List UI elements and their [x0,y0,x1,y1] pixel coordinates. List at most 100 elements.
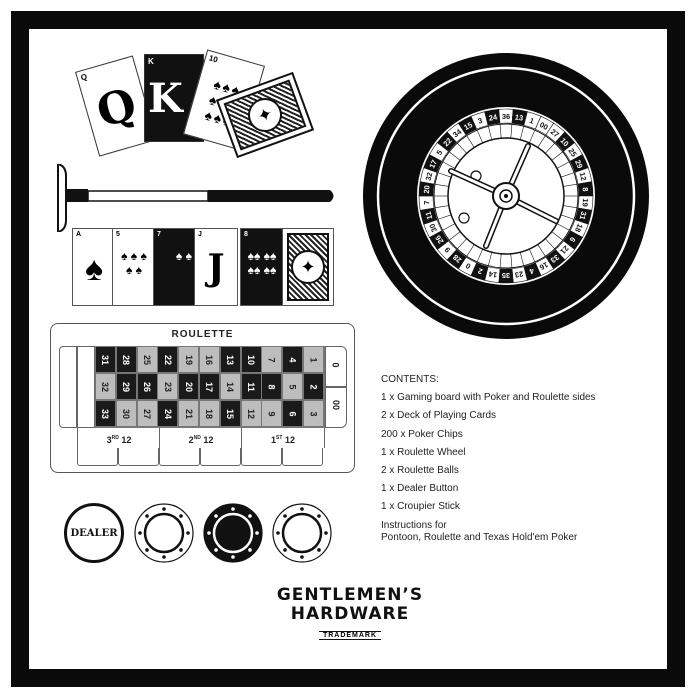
board-number-cell: 29 [116,374,136,399]
wheel-number: 18 [573,222,585,233]
bet-box [282,448,323,466]
wheel-number: 36 [502,112,510,121]
board-title: ROULETTE [171,329,234,340]
wheel-number: 11 [424,211,435,221]
wheel-number: 14 [487,269,498,279]
wheel-number: 35 [502,271,510,280]
wheel-number: 29 [573,158,585,169]
wheel-number: 6 [568,235,578,243]
chip-suit-mark [162,507,166,511]
board-number-cell: 26 [137,374,157,399]
wheel-number: 0 [464,261,472,271]
board-number-cell: 19 [179,347,199,372]
contents-item: 1 x Gaming board with Poker and Roulette… [381,392,596,404]
board-number-cell: 8 [262,374,282,399]
bet-box [159,448,200,466]
wheel-number: 24 [488,112,499,122]
double-zero-pocket [325,387,347,428]
compass-star-icon: ✦ [291,250,325,284]
board-number-cell: 12 [241,401,261,426]
board-number-cell: 28 [116,347,136,372]
board-number-cell: 31 [96,347,115,372]
board-number-cell: 14 [220,374,240,399]
chip-suit-mark [231,507,235,511]
contents-item: 1 x Croupier Stick [381,501,460,513]
poker-chip-white [134,503,194,563]
wheel-number: 9 [443,245,452,254]
trademark-label: TRADEMARK [318,631,382,640]
chip-suit-mark [207,531,211,535]
board-number-cell: 7 [262,347,282,372]
playing-card-jack: J J [194,228,238,306]
contents-item: 2 x Deck of Playing Cards [381,410,497,422]
wheel-number: 1 [528,116,535,126]
contents-item: 1 x Dealer Button [381,483,459,495]
poker-chip-white [272,503,332,563]
board-number-cell: 33 [96,401,115,426]
wheel-number: 20 [422,185,432,194]
contents-item: 2 x Roulette Balls [381,465,459,477]
chip-suit-mark [300,507,304,511]
wheel-number: 26 [433,234,445,246]
chip-suit-mark [231,555,235,559]
chip-suit-mark [276,531,280,535]
board-blank-column [77,346,95,428]
wheel-number: 30 [427,222,439,233]
chip-suit-mark [255,531,259,535]
board-number-cell: 25 [137,347,157,372]
chip-suit-mark [138,531,142,535]
croupier-stick [57,164,334,232]
board-number-cell: 11 [241,374,261,399]
board-number-cell: 32 [96,374,115,399]
double-zero-label: 00 [331,399,342,411]
chip-suit-mark [317,548,321,552]
chip-suit-mark [186,531,190,535]
board-number-cell: 9 [262,401,282,426]
playing-card-eight: 8 ♠♠ ♠♠ ♠♠ ♠♠ [240,228,284,306]
chip-suit-mark [300,555,304,559]
chip-suit-mark [324,531,328,535]
zero-label: 0 [330,362,341,368]
board-number-cell: 4 [283,347,303,372]
wheel-number: 5 [435,148,445,156]
board-number-cell: 20 [179,374,199,399]
contents-heading: CONTENTS: [381,374,439,385]
board-number-cell: 27 [137,401,157,426]
board-number-cell: 24 [158,401,178,426]
wheel-number: 4 [528,266,536,276]
board-number-cell: 30 [116,401,136,426]
board-number-cell: 15 [220,401,240,426]
chip-suit-mark [145,548,149,552]
chip-suit-mark [214,548,218,552]
contents-item: 1 x Roulette Wheel [381,446,466,458]
chip-suit-mark [283,548,287,552]
wheel-number: 2 [477,266,484,276]
board-number-cell: 17 [200,374,219,399]
playing-card-ace: A ♠ [72,228,116,306]
chip-suit-mark [179,548,183,552]
contents-list: CONTENTS: 1 x Gaming board with Poker an… [381,371,596,544]
chip-suit-mark [283,514,287,518]
zero-pocket [325,346,347,387]
chip-suit-mark [317,514,321,518]
brand-logo: GENTLEMEN’S HARDWARE TRADEMARK [276,585,424,640]
dozen-first: 1ST 12 [241,428,325,448]
contents-item: 200 x Poker Chips [381,428,463,440]
dozen-third: 3RD 12 [77,428,160,448]
board-number-cell: 16 [200,347,219,372]
wheel-number: 32 [424,171,435,181]
board-number-cell: 18 [200,401,219,426]
chip-suit-mark [248,514,252,518]
playing-card-back: ✦ [282,228,334,306]
wheel-number: 23 [514,269,524,279]
wheel-number: 8 [581,187,590,192]
chip-suit-mark [214,514,218,518]
board-number-cell: 6 [283,401,303,426]
bet-box [200,448,241,466]
instructions-games: Pontoon, Roulette and Texas Hold'em Poke… [381,531,578,543]
board-number-cell: 21 [179,401,199,426]
instructions-line: Instructions for [381,519,447,531]
poker-chip-black [203,503,263,563]
